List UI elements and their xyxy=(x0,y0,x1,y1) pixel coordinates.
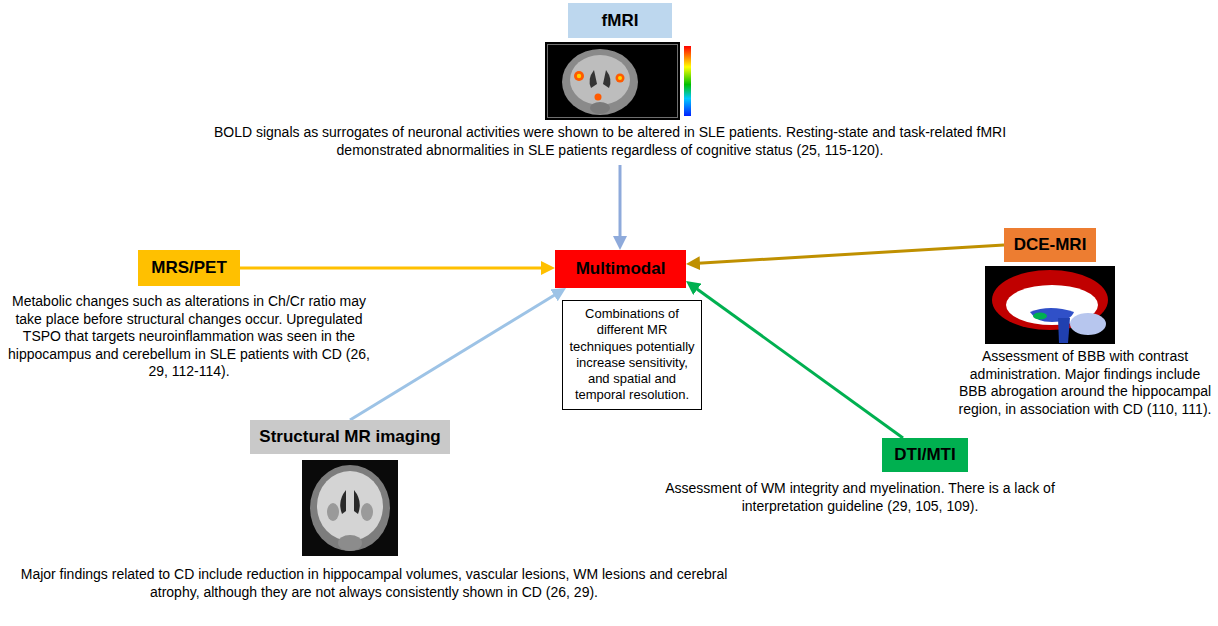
technique-panel: fMRI BOLD signals as surrogates of neuron… xyxy=(180,2,1040,161)
box-text: Combinations of different MR techniques … xyxy=(569,306,695,404)
brain-stem xyxy=(590,102,610,114)
body-text: Major findings related to CD include red… xyxy=(4,566,744,601)
activation-blob xyxy=(618,76,622,80)
brain-ventricle xyxy=(340,490,346,514)
brain-ventricle xyxy=(354,490,360,514)
technique-panel: Structural MR imagingMajor findings rela… xyxy=(2,418,748,603)
body-text: Metabolic changes such as alterations in… xyxy=(4,293,374,381)
connector-arrow xyxy=(619,165,622,242)
body-text: Assessment of WM integrity and myelinati… xyxy=(640,480,1080,515)
box-text: Multimodal xyxy=(576,258,666,279)
heading-text: Structural MR imaging xyxy=(259,427,440,447)
brain-ventricle xyxy=(590,70,597,88)
technique-panel: DCE-MRI Assessment of BBB with contrast a… xyxy=(956,226,1214,420)
brain-nucleus xyxy=(361,503,373,521)
header-box: DCE-MRI xyxy=(1004,228,1096,262)
activation-blob xyxy=(574,71,584,81)
text-region: Metabolic changes such as alterations in… xyxy=(4,293,374,381)
connector-arrow xyxy=(240,267,547,270)
brain-cortex xyxy=(562,49,638,115)
header-box: MRS/PET xyxy=(138,250,240,286)
header-box: DTI/MTI xyxy=(882,438,968,472)
brain-white-matter xyxy=(570,55,630,105)
text-region: Major findings related to CD include red… xyxy=(4,566,744,601)
header-box: Structural MR imaging xyxy=(250,420,450,454)
text-region: Assessment of WM integrity and myelinati… xyxy=(640,480,1080,515)
connector-arrow xyxy=(694,245,1004,264)
heading-text: DCE-MRI xyxy=(1014,235,1087,255)
heading-text: MRS/PET xyxy=(151,258,227,278)
activation-blob xyxy=(577,74,581,78)
image-frame xyxy=(548,45,678,118)
activation-blob xyxy=(595,94,602,101)
brain-cortex xyxy=(310,465,390,551)
structural-brain-image xyxy=(302,460,398,556)
header-box: fMRI xyxy=(568,3,672,38)
activation-blob xyxy=(616,74,625,83)
dce-brain-image xyxy=(985,266,1115,344)
heading-text: DTI/MTI xyxy=(894,445,955,465)
connector-arrow xyxy=(350,292,559,420)
brain-white-matter xyxy=(317,471,383,541)
technique-panel: DTI/MTI Assessment of WM integrity and my… xyxy=(640,436,1080,517)
brain-nucleus xyxy=(327,503,339,521)
body-text: BOLD signals as surrogates of neuronal a… xyxy=(185,124,1035,159)
hub-box: Multimodal xyxy=(555,250,686,288)
heading-text: fMRI xyxy=(602,11,639,31)
brain-cerebellum xyxy=(1070,313,1106,335)
image-ground xyxy=(302,460,398,556)
brain-stem xyxy=(338,535,362,551)
image-ground xyxy=(545,42,680,120)
color-bar xyxy=(684,46,691,116)
brain-ventricle xyxy=(603,70,610,88)
text-region: Assessment of BBB with contrast administ… xyxy=(958,348,1212,418)
fmri-brain-image xyxy=(545,42,691,120)
body-text: Assessment of BBB with contrast administ… xyxy=(958,348,1212,418)
image-ground xyxy=(985,266,1115,344)
text-region: BOLD signals as surrogates of neuronal a… xyxy=(185,124,1035,159)
brain-hippocampus xyxy=(1033,313,1047,320)
connector-arrow xyxy=(692,286,903,438)
note-box: Combinations of different MR techniques … xyxy=(562,300,702,410)
brain-stem xyxy=(1058,318,1070,343)
technique-panel: MRS/PET Metabolic changes such as alterat… xyxy=(2,248,378,383)
